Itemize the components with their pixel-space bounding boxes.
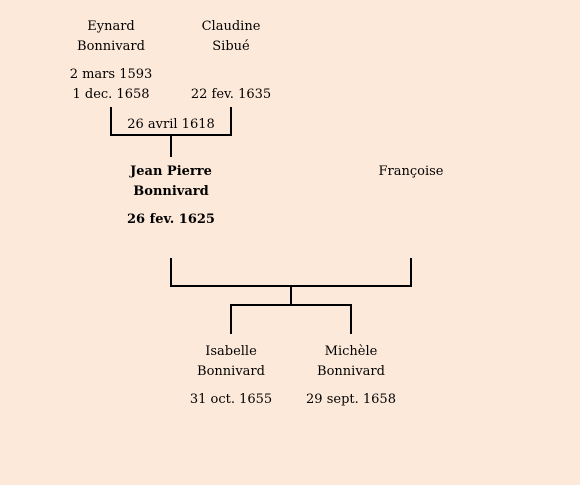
jean-pierre-date: 26 fev. 1625 — [127, 212, 215, 227]
michele-last-name: Bonnivard — [317, 364, 385, 379]
eynard-first-name: Eynard — [87, 19, 135, 34]
eynard-birth-date: 2 mars 1593 — [69, 67, 153, 82]
eynard-last-name: Bonnivard — [77, 39, 145, 54]
jean-pierre-first-name: Jean Pierre — [130, 164, 212, 179]
isabelle-date: 31 oct. 1655 — [189, 392, 273, 407]
eynard-death-date: 1 dec. 1658 — [72, 87, 150, 102]
isabelle-last-name: Bonnivard — [197, 364, 265, 379]
claudine-last-name: Sibué — [212, 39, 250, 54]
isabelle-first-name: Isabelle — [205, 344, 257, 359]
michele-first-name: Michèle — [324, 344, 378, 359]
marriage-date: 26 avril 1618 — [127, 117, 215, 132]
michele-date: 29 sept. 1658 — [306, 392, 396, 407]
claudine-death-date: 22 fev. 1635 — [190, 87, 272, 102]
jean-pierre-last-name: Bonnivard — [133, 184, 209, 199]
francoise-name: Françoise — [378, 164, 444, 179]
claudine-first-name: Claudine — [201, 19, 261, 34]
